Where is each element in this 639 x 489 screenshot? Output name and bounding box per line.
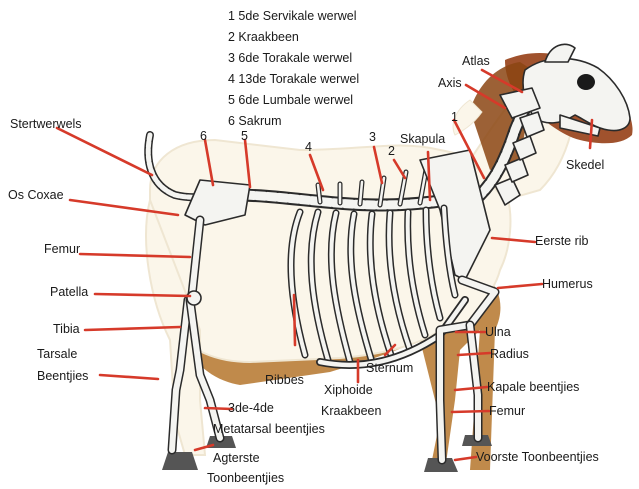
label-agterste-2: Toonbeentjies	[207, 471, 284, 485]
label-xiphoide-1: Xiphoide	[324, 383, 373, 397]
label-eerste-rib: Eerste rib	[535, 234, 589, 248]
label-femur-hind: Femur	[44, 242, 80, 256]
label-atlas: Atlas	[462, 54, 490, 68]
label-radius: Radius	[490, 347, 529, 361]
legend-item-4: 4 13de Torakale werwel	[228, 72, 359, 86]
label-ulna: Ulna	[485, 325, 511, 339]
label-metatarsal-1: 3de-4de	[228, 401, 274, 415]
label-os-coxae: Os Coxae	[8, 188, 64, 202]
marker-3: 3	[369, 130, 376, 144]
label-sternum: Sternum	[366, 361, 413, 375]
legend-item-5: 5 6de Lumbale werwel	[228, 93, 353, 107]
marker-2: 2	[388, 144, 395, 158]
marker-4: 4	[305, 140, 312, 154]
label-skapula: Skapula	[400, 132, 445, 146]
label-voorste-toonbeentjies: Voorste Toonbeentjies	[476, 450, 599, 464]
legend: 1 5de Servikale werwel 2 Kraakbeen 3 6de…	[228, 9, 359, 128]
label-kapale-beentjies: Kapale beentjies	[487, 380, 579, 394]
label-humerus: Humerus	[542, 277, 593, 291]
label-tarsale-1: Tarsale	[37, 347, 77, 361]
legend-item-3: 3 6de Torakale werwel	[228, 51, 352, 65]
label-agterste-1: Agterste	[213, 451, 260, 465]
legend-item-6: 6 Sakrum	[228, 114, 282, 128]
label-femur-front: Femur	[489, 404, 525, 418]
label-stertwerwels: Stertwerwels	[10, 117, 82, 131]
marker-5: 5	[241, 129, 248, 143]
legend-item-1: 1 5de Servikale werwel	[228, 9, 357, 23]
label-axis: Axis	[438, 76, 462, 90]
marker-1: 1	[451, 110, 458, 124]
legend-item-2: 2 Kraakbeen	[228, 30, 299, 44]
label-ribbes: Ribbes	[265, 373, 304, 387]
label-metatarsal-2: Metatarsal beentjies	[213, 422, 325, 436]
label-tarsale-2: Beentjies	[37, 369, 88, 383]
label-skedel: Skedel	[566, 158, 604, 172]
marker-6: 6	[200, 129, 207, 143]
label-xiphoide-2: Kraakbeen	[321, 404, 382, 418]
label-tibia: Tibia	[53, 322, 80, 336]
label-patella: Patella	[50, 285, 88, 299]
